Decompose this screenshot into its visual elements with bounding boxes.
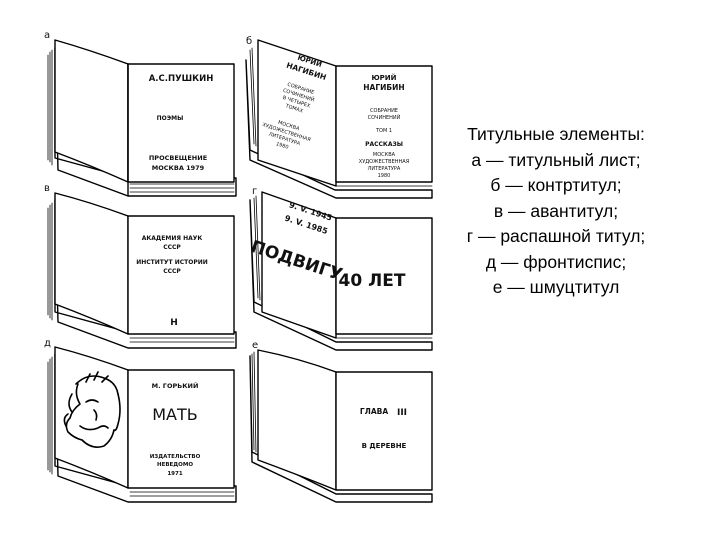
panel-v-bottom-mark: Н xyxy=(170,318,178,328)
panel-b-counter-title: б ЮРИЙ НАГИБИН СОБРАНИЕ СОЧИНЕНИЙ В ЧЕТЫ… xyxy=(246,36,432,198)
panel-v-line-3: СССР xyxy=(163,268,181,275)
panel-a-title: ПОЭМЫ xyxy=(157,115,184,122)
panel-b-right-line-2: СОБРАНИЕ xyxy=(370,108,398,114)
panel-a-imprint: МОСКВА 1979 xyxy=(152,164,205,172)
panel-v-line-0: АКАДЕМИЯ НАУК xyxy=(142,235,203,242)
panel-b-right-line-1: НАГИБИН xyxy=(363,83,404,92)
caption-item-v: в — авантитул; xyxy=(440,199,672,225)
panel-e-section-name: В ДЕРЕВНЕ xyxy=(362,442,407,450)
panel-b-right-line-8: ЛИТЕРАТУРА xyxy=(368,166,401,172)
panel-d-frontispiece: д М. ГОРЬКИЙ МАТЬ ИЗДАТЕЛЬСТВО НЕВЕДОМО … xyxy=(44,338,236,502)
panel-b-right-line-3: СОЧИНЕНИЙ xyxy=(368,114,401,121)
caption-item-e: е — шмуцтитул xyxy=(440,275,672,301)
panel-e-letter: е xyxy=(252,340,258,351)
panel-b-right-line-7: ХУДОЖЕСТВЕННАЯ xyxy=(359,159,409,165)
panel-b-letter: б xyxy=(246,36,252,47)
caption-item-g: г — распашной титул; xyxy=(440,224,672,250)
panel-e-chapter-number: III xyxy=(397,408,407,418)
panel-b-right-line-9: 1980 xyxy=(378,173,391,179)
panel-d-year: 1971 xyxy=(167,471,182,477)
panel-g-word-right: 40 ЛЕТ xyxy=(339,271,406,291)
panel-d-publisher: ИЗДАТЕЛЬСТВО xyxy=(150,454,201,460)
panel-d-letter: д xyxy=(44,338,51,349)
panel-a-letter: а xyxy=(44,30,50,41)
panel-a-publisher: ПРОСВЕЩЕНИЕ xyxy=(149,154,207,162)
panel-b-right-line-4: ТОМ 1 xyxy=(375,128,392,134)
caption-item-a: а — титульный лист; xyxy=(440,148,672,174)
panel-e-chapter: ГЛАВА xyxy=(360,407,389,416)
panel-b-right-line-6: МОСКВА xyxy=(373,152,396,158)
caption-item-d: д — фронтиспис; xyxy=(440,250,672,276)
panel-v-letter: в xyxy=(44,183,50,194)
panel-g-double-title: г 9. V. 1945 9. V. 1985 ПОДВИГУ 40 ЛЕТ xyxy=(248,186,432,350)
panel-b-right-line-5: РАССКАЗЫ xyxy=(365,141,403,148)
caption-heading: Титульные элементы: xyxy=(440,122,672,148)
panel-v-line-1: СССР xyxy=(163,244,181,251)
caption-item-b: б — контртитул; xyxy=(440,173,672,199)
caption-block: Титульные элементы: а — титульный лист; … xyxy=(440,122,672,301)
panel-d-author: М. ГОРЬКИЙ xyxy=(152,381,199,390)
panel-a-title-page: а А.С.ПУШКИН ПОЭМЫ ПРОСВЕЩЕНИЕ МОСКВА 19… xyxy=(44,30,236,196)
panel-v-line-2: ИНСТИТУТ ИСТОРИИ xyxy=(136,259,208,266)
panel-b-right-line-0: ЮРИЙ xyxy=(371,73,396,82)
panel-v-half-title: в АКАДЕМИЯ НАУК СССР ИНСТИТУТ ИСТОРИИ СС… xyxy=(44,183,236,348)
panel-g-letter: г xyxy=(252,186,257,197)
panel-d-city: НЕВЕДОМО xyxy=(157,462,193,468)
panel-d-title: МАТЬ xyxy=(152,405,198,424)
panel-a-author: А.С.ПУШКИН xyxy=(149,74,214,84)
panel-e-section-title: е ГЛАВА III В ДЕРЕВНЕ xyxy=(250,340,432,502)
